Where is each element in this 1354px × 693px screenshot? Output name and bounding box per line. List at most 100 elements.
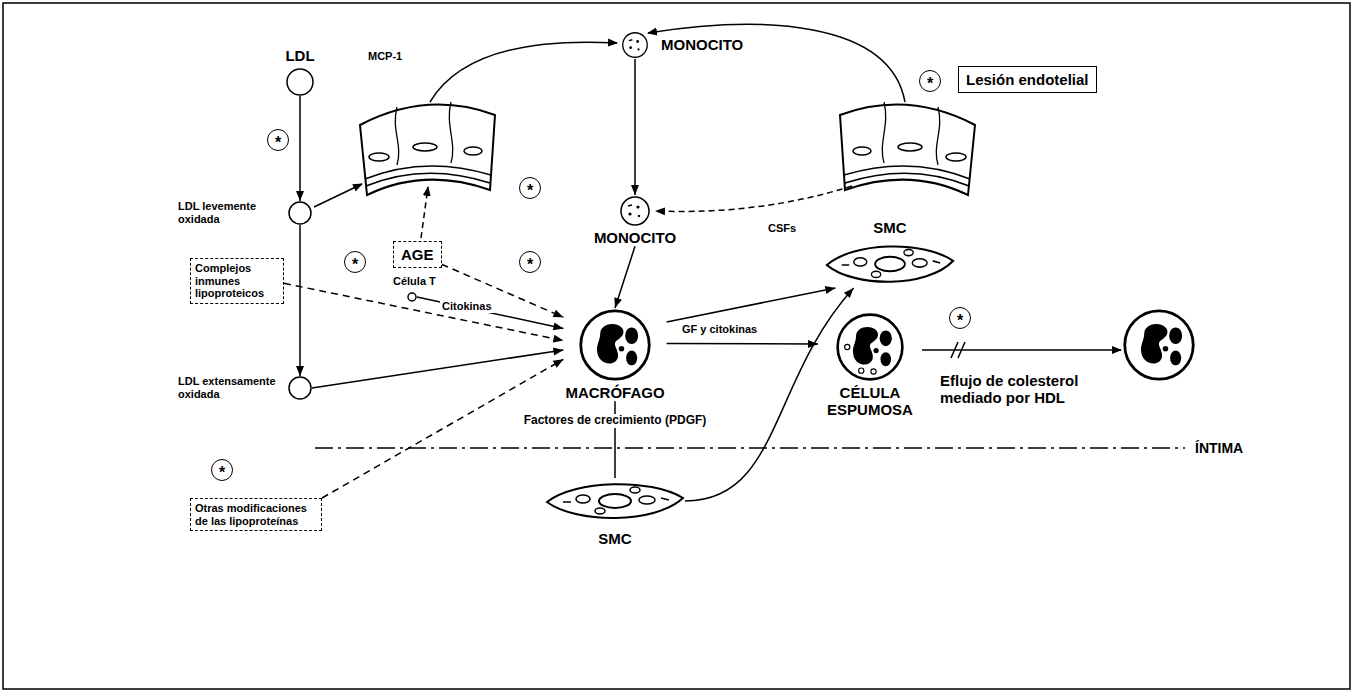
arrowhead — [553, 348, 564, 356]
endothelium — [840, 102, 975, 195]
smc-outline — [547, 484, 683, 518]
cell-granule — [1163, 346, 1169, 352]
dashed-arrow — [421, 187, 428, 238]
connector-line — [634, 59, 636, 195]
connector-line — [299, 96, 301, 201]
smc-organelle — [912, 259, 927, 267]
arrowhead — [825, 286, 836, 294]
circle-shape — [288, 376, 312, 400]
connector — [312, 348, 563, 389]
cell-membrane — [838, 315, 903, 380]
arrow — [430, 42, 617, 102]
circle-shape — [286, 68, 314, 96]
basement-membrane — [365, 166, 491, 179]
cell-granule — [881, 352, 892, 366]
cell-granule — [874, 348, 879, 353]
cell-granule — [628, 212, 631, 215]
smc-organelle — [871, 271, 880, 277]
circle-outline — [408, 293, 416, 301]
cell-membrane — [623, 33, 648, 58]
lesion-marker: * — [519, 251, 541, 273]
ldl-particle: LDL extensamente oxidada — [288, 376, 312, 400]
monocyte: MONOCITO — [621, 31, 649, 59]
cell-granule — [1170, 351, 1181, 366]
arrowhead — [553, 335, 564, 343]
endothelium — [360, 102, 495, 195]
nucleus — [413, 143, 437, 151]
edge-label: Factores de crecimiento (PDGF) — [522, 414, 709, 428]
arrowhead — [296, 366, 304, 376]
cell-granule — [1169, 327, 1182, 344]
cell-granule — [637, 48, 639, 50]
smc-organelle — [576, 495, 590, 503]
connector-line — [615, 246, 635, 308]
legend-box: Lesión endotelial — [958, 66, 1097, 93]
dashed-connector-line — [284, 283, 563, 340]
cell-granule — [638, 215, 640, 217]
node-label: Célula T — [393, 275, 436, 288]
cell-granule — [636, 40, 639, 43]
connector-line — [685, 288, 854, 501]
cell-border — [449, 102, 452, 163]
connector — [615, 401, 616, 478]
block-mark — [958, 342, 965, 358]
cell-nucleus — [853, 327, 878, 364]
cell-granule — [619, 346, 625, 352]
lesion-marker: * — [344, 251, 366, 273]
dashed-connector-line — [322, 359, 563, 498]
cell-granule — [626, 351, 637, 366]
nucleus — [853, 147, 871, 155]
connector — [296, 225, 304, 376]
lesion-marker: * — [519, 177, 541, 199]
circle-shape — [407, 292, 417, 302]
arrowhead — [296, 191, 304, 201]
connector — [284, 283, 563, 342]
macrophage-cell — [1125, 311, 1193, 379]
smc-organelle — [904, 249, 913, 255]
basement-membrane — [844, 166, 970, 179]
connector — [614, 246, 635, 308]
connector — [667, 286, 836, 322]
smooth-muscle-cell: SMC — [545, 478, 685, 524]
dashed-arrow — [656, 186, 852, 211]
circle-outline — [289, 202, 311, 224]
nucleus — [898, 143, 922, 151]
connector-line — [312, 350, 563, 388]
cell-granule — [629, 46, 632, 49]
cell-border — [882, 102, 885, 163]
smooth-muscle-cell: SMC — [825, 240, 955, 288]
node-label: LDL extensamente oxidada — [178, 375, 282, 400]
cell-membrane — [581, 311, 649, 379]
nucleus — [369, 153, 389, 161]
circle-outline — [287, 69, 313, 95]
lesion-marker: * — [211, 459, 233, 481]
arrowhead — [553, 323, 564, 331]
frame — [3, 3, 1350, 689]
connector — [417, 297, 563, 330]
cell-granule — [636, 205, 639, 208]
monocyte: MONOCITO — [592, 195, 678, 246]
t-cell: Célula T — [407, 292, 417, 302]
endothelial-outline — [360, 105, 495, 195]
nucleus — [464, 147, 482, 155]
cell-label: MACRÓFAGO — [565, 384, 664, 401]
cell-border — [395, 107, 398, 165]
connector-line — [667, 343, 818, 345]
signal-label: CSFs — [768, 222, 796, 235]
box-text: Otras modificaciones de las lipoproteína… — [195, 502, 317, 527]
ldl-particle: LDL — [286, 68, 314, 96]
factor-box: Complejos inmunes lipoproteicos — [190, 258, 284, 304]
connector — [631, 59, 639, 195]
mac-cell-icon — [578, 308, 652, 382]
node-label: LDL levemente oxidada — [178, 200, 282, 225]
smc-organelle — [854, 258, 867, 266]
circle-outline — [289, 377, 311, 399]
connector-line — [614, 401, 616, 478]
layer-label: ÍNTIMA — [1195, 440, 1243, 456]
arrowhead — [553, 310, 564, 318]
lesion-star: * — [957, 313, 963, 329]
arrow — [314, 184, 362, 207]
efflux-arrow — [922, 349, 1121, 351]
